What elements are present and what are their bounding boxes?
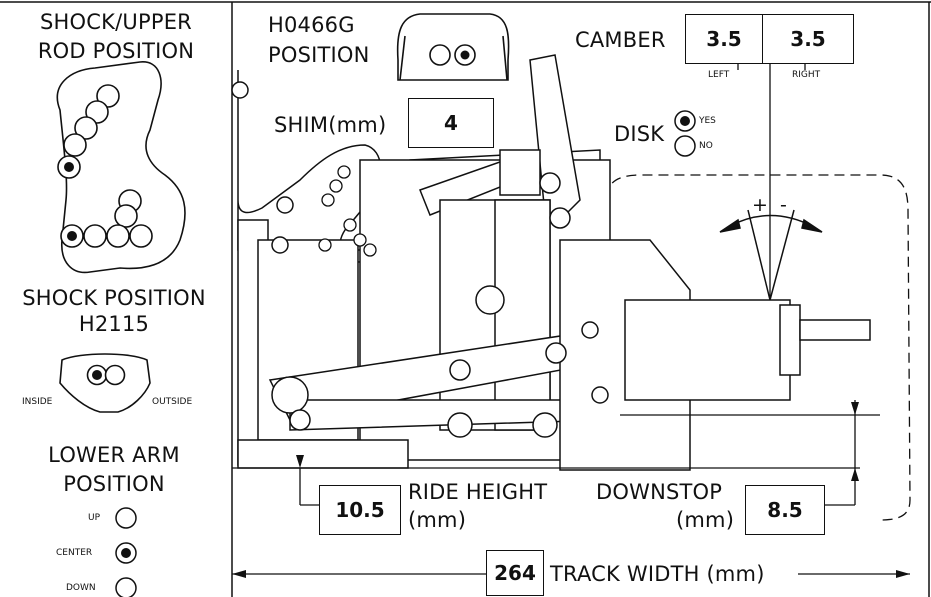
shock-position-title-line1: SHOCK POSITION	[22, 286, 206, 310]
camber-leaders	[737, 64, 806, 308]
suspension-assembly	[231, 54, 871, 471]
camber-right-value: 3.5	[790, 27, 826, 51]
h0466g-selected-hole	[460, 50, 470, 60]
camber-left-box: 3.5	[685, 14, 763, 64]
upper-rod-selected-hole	[67, 231, 77, 241]
dimension-lines	[232, 400, 910, 575]
shock-inside-label: INSIDE	[22, 397, 53, 407]
chassis-holes	[318, 165, 377, 257]
shock-outside-label: OUTSIDE	[152, 397, 193, 407]
h0466g-title-line1: H0466G	[268, 13, 355, 37]
lower-arm-title-line2: POSITION	[63, 472, 165, 496]
h2115-part	[59, 353, 151, 413]
camber-label: CAMBER	[575, 28, 666, 52]
shock-upper-rod-title-line1: SHOCK/UPPER	[40, 10, 192, 34]
shim-value-box: 4	[408, 98, 494, 148]
dimension-arrows	[232, 402, 910, 578]
camber-right-label: RIGHT	[792, 70, 821, 80]
camber-left-value: 3.5	[706, 27, 742, 51]
camber-plus-mark: +	[752, 194, 768, 216]
track-width-label: TRACK WIDTH (mm)	[550, 562, 765, 586]
disk-no-label: NO	[699, 141, 713, 151]
downstop-value-box: 8.5	[745, 485, 825, 535]
ride-height-label-line2: (mm)	[408, 508, 467, 532]
upper-rod-plate	[56, 61, 186, 274]
h0466g-part	[396, 13, 510, 81]
shock-upper-rod-title-line2: ROD POSITION	[37, 39, 195, 63]
ride-height-label-line1: RIDE HEIGHT	[408, 480, 548, 504]
shim-value: 4	[444, 111, 458, 135]
ride-height-value: 10.5	[335, 498, 385, 522]
shock-position-title-line2: H2115	[78, 312, 150, 336]
lower-arm-title-line1: LOWER ARM	[48, 443, 180, 467]
lower-arm-selected-dot	[121, 548, 131, 558]
camber-left-label: LEFT	[708, 70, 730, 80]
camber-minus-mark: -	[780, 194, 787, 216]
ride-height-value-box: 10.5	[319, 485, 401, 535]
h0466g-title-line2: POSITION	[268, 43, 370, 67]
camber-right-box: 3.5	[762, 14, 854, 64]
disk-yes-label: YES	[699, 116, 716, 126]
track-width-value-box: 264	[486, 550, 544, 596]
shim-label: SHIM(mm)	[274, 113, 387, 137]
wheel-outline	[608, 174, 911, 521]
upper-rod-selected-hole	[64, 162, 74, 172]
disk-selected-dot	[680, 116, 690, 126]
lower-arm-up-label: UP	[88, 513, 101, 523]
downstop-label-line1: DOWNSTOP	[596, 480, 723, 504]
lower-arm-center-label: CENTER	[56, 548, 93, 558]
track-width-value: 264	[494, 561, 536, 585]
disk-label: DISK	[614, 122, 665, 146]
lower-arm-circles	[115, 507, 137, 597]
lower-arm-down-label: DOWN	[66, 583, 96, 593]
camber-arc	[719, 209, 823, 301]
downstop-label-line2: (mm)	[676, 508, 735, 532]
downstop-value: 8.5	[767, 498, 803, 522]
shock-selected-hole	[92, 370, 102, 380]
disk-circles	[674, 110, 696, 157]
